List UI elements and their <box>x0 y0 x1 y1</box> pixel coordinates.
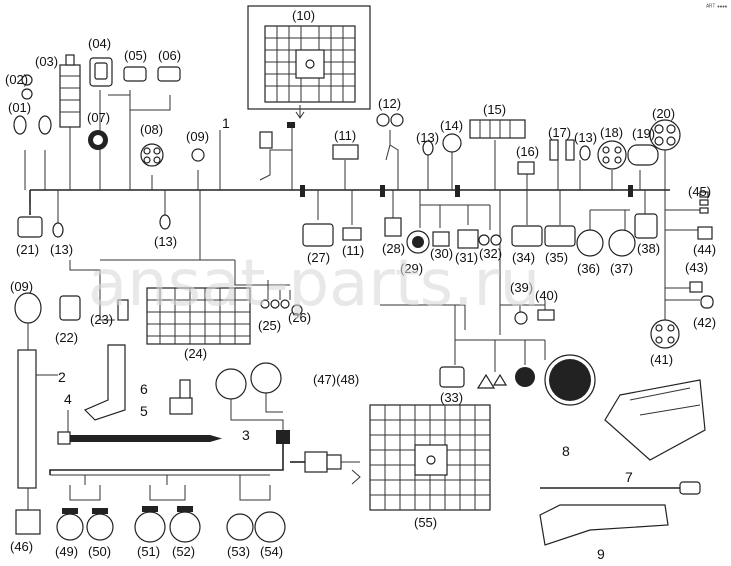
label-53: (53) <box>227 544 250 559</box>
left-side-parts <box>14 292 222 535</box>
label-18: (18) <box>600 125 623 140</box>
label-06: (06) <box>158 48 181 63</box>
label-23: (23) <box>90 312 113 327</box>
label-10: (10) <box>292 8 315 23</box>
label-32: (32) <box>479 246 502 261</box>
label-04: (04) <box>88 36 111 51</box>
label-51: (51) <box>137 544 160 559</box>
part-labels: (01) (02) (03) (04) (05) (06) (07) (08) … <box>5 8 716 562</box>
label-52: (52) <box>172 544 195 559</box>
label-16: (16) <box>516 144 539 159</box>
label-24: (24) <box>184 346 207 361</box>
label-37: (37) <box>610 261 633 276</box>
label-1: 1 <box>222 115 230 131</box>
label-11-top: (11) <box>334 128 356 143</box>
label-8: 8 <box>562 443 570 459</box>
label-49: (49) <box>55 544 78 559</box>
label-13-left: (13) <box>50 242 73 257</box>
bottom-harness <box>49 362 361 543</box>
label-13-top: (13) <box>416 130 439 145</box>
label-09-left: (09) <box>10 279 33 294</box>
label-55: (55) <box>414 515 437 530</box>
label-20: (20) <box>652 106 675 121</box>
label-05: (05) <box>124 48 147 63</box>
label-29: (29) <box>400 261 423 276</box>
label-43: (43) <box>685 260 708 275</box>
label-46: (46) <box>10 539 33 554</box>
label-38: (38) <box>637 241 660 256</box>
label-42: (42) <box>693 315 716 330</box>
watermark-text: ansat-parts.ru <box>88 247 540 321</box>
label-3: 3 <box>242 427 250 443</box>
top-right-connectors <box>332 113 681 175</box>
top-left-connectors <box>13 54 205 167</box>
label-14: (14) <box>440 118 463 133</box>
under-trunk-connectors <box>17 191 714 349</box>
connector-group-33 <box>439 354 596 406</box>
large-unit-55 <box>369 404 491 511</box>
label-9: 9 <box>597 546 605 562</box>
label-13-mid: (13) <box>154 234 177 249</box>
label-30: (30) <box>430 246 453 261</box>
label-19: (19) <box>632 126 655 141</box>
right-bottom-parts <box>539 379 706 546</box>
label-34: (34) <box>512 250 535 265</box>
label-25: (25) <box>258 318 281 333</box>
label-21: (21) <box>16 242 39 257</box>
label-15: (15) <box>483 102 506 117</box>
label-22: (22) <box>55 330 78 345</box>
label-40: (40) <box>535 288 558 303</box>
corner-mark: ᴬᴿᵀ •••• <box>705 3 728 11</box>
label-11-bottom: (11) <box>342 243 364 258</box>
label-02: (02) <box>5 72 28 87</box>
label-6: 6 <box>140 381 148 397</box>
label-45: (45) <box>688 184 711 199</box>
label-7: 7 <box>625 469 633 485</box>
label-13-right: (13) <box>574 130 597 145</box>
label-41: (41) <box>650 352 673 367</box>
label-12: (12) <box>378 96 401 111</box>
label-17: (17) <box>548 125 571 140</box>
label-4: 4 <box>64 391 72 407</box>
lower-left-group <box>59 287 303 345</box>
label-47-48: (47)(48) <box>313 372 359 387</box>
label-08: (08) <box>140 122 163 137</box>
label-5: 5 <box>140 403 148 419</box>
label-33: (33) <box>440 390 463 405</box>
label-07: (07) <box>87 110 110 125</box>
control-unit-10 <box>247 5 371 149</box>
main-harness-wires <box>24 90 700 372</box>
label-26: (26) <box>288 310 311 325</box>
label-50: (50) <box>88 544 111 559</box>
label-27: (27) <box>307 250 330 265</box>
label-03: (03) <box>35 54 58 69</box>
label-09-top: (09) <box>186 129 209 144</box>
label-54: (54) <box>260 544 283 559</box>
label-2: 2 <box>58 369 66 385</box>
label-35: (35) <box>545 250 568 265</box>
label-39: (39) <box>510 280 533 295</box>
label-31: (31) <box>455 250 478 265</box>
label-28: (28) <box>382 241 405 256</box>
label-01: (01) <box>8 100 31 115</box>
label-36: (36) <box>577 261 600 276</box>
label-44: (44) <box>693 242 716 257</box>
